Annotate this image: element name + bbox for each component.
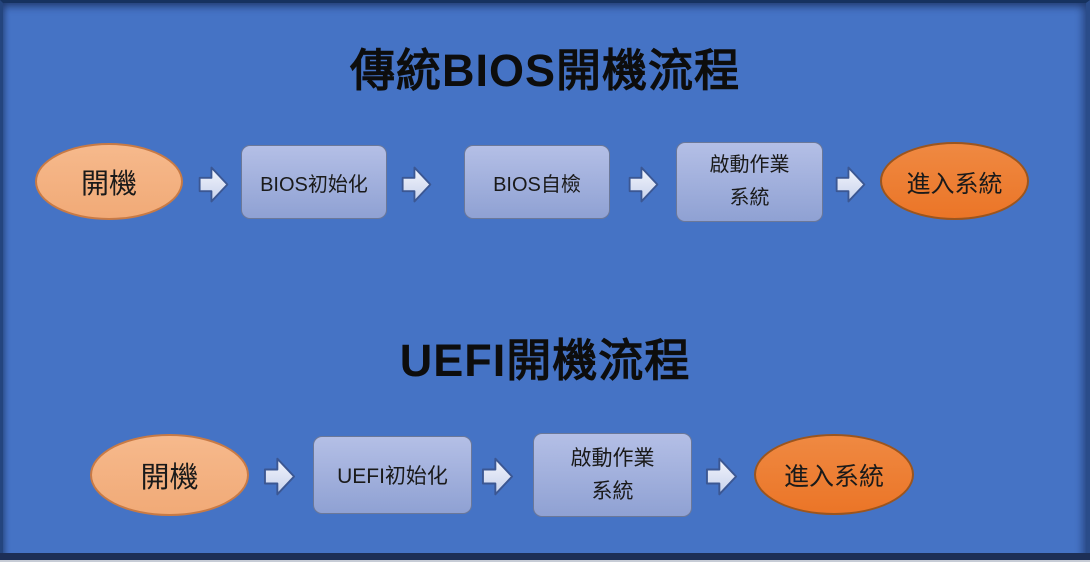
slide-frame-bottom-edge [0,560,1090,562]
right-arrow-icon [835,166,866,203]
slide-frame-bottom-bar [0,553,1090,560]
process-box-bios-init: BIOS初始化 [241,145,387,219]
end-ellipse-enter-system: 進入系統 [880,142,1029,220]
start-ellipse-power-on: 開機 [90,434,249,516]
process-box-start-os: 啟動作業 系統 [676,142,823,222]
process-label-line2: 系統 [729,187,770,209]
right-arrow-icon [198,166,229,203]
diagram-title-uefi: UEFI開機流程 [399,335,691,386]
process-box-bios-post: BIOS自檢 [464,145,610,219]
right-arrow-icon [401,166,432,203]
end-ellipse-enter-system: 進入系統 [754,434,914,515]
process-box-uefi-init: UEFI初始化 [313,436,472,514]
right-arrow-icon [628,166,659,203]
right-arrow-icon [705,457,738,496]
right-arrow-icon [263,457,296,496]
right-arrow-icon [481,457,514,496]
start-ellipse-power-on: 開機 [35,143,183,220]
diagram-title-bios: 傳統BIOS開機流程 [349,45,741,96]
process-box-start-os: 啟動作業 系統 [533,433,692,517]
process-label-line1: 啟動作業 [570,447,655,470]
process-label-line1: 啟動作業 [709,154,790,176]
process-label-line2: 系統 [591,480,634,503]
